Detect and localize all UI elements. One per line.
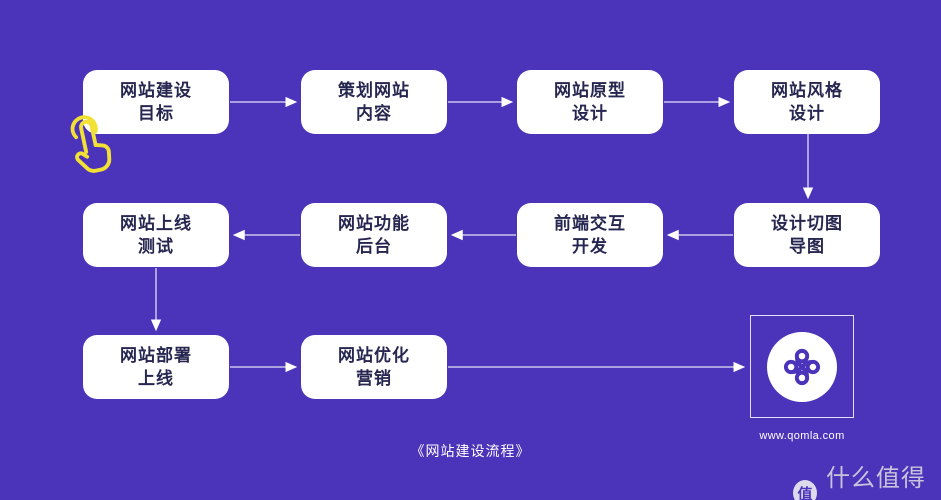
node-label: 后台 [356, 237, 392, 256]
node-label: 网站风格 [771, 81, 843, 100]
node-label: 网站原型 [554, 81, 626, 100]
node-label: 导图 [789, 237, 825, 256]
tap-hand-icon [70, 115, 112, 173]
flow-node-prototype: 网站原型 设计 [517, 70, 663, 134]
node-label: 网站上线 [120, 214, 192, 233]
node-label: 网站建设 [120, 81, 192, 100]
node-label: 开发 [572, 237, 608, 256]
qomla-logo-icon [783, 348, 821, 385]
node-label: 网站部署 [120, 346, 192, 365]
logo-circle [767, 331, 837, 402]
node-label: 网站功能 [338, 214, 410, 233]
flow-node-frontend: 前端交互 开发 [517, 203, 663, 267]
logo-box [750, 315, 854, 418]
diagram-caption: 《网站建设流程》 [410, 443, 531, 459]
node-label: 设计切图 [771, 214, 843, 233]
smzdm-badge-icon: 值 [793, 480, 817, 500]
flow-node-style: 网站风格 设计 [734, 70, 880, 134]
node-label: 网站优化 [338, 346, 410, 365]
node-label: 内容 [356, 104, 392, 123]
flow-node-deploy: 网站部署 上线 [83, 335, 229, 399]
node-label: 设计 [789, 104, 825, 123]
node-label: 目标 [138, 104, 174, 123]
smzdm-watermark: 值 什么值得买 [793, 458, 941, 500]
node-label: 测试 [138, 237, 174, 256]
flow-node-slicing: 设计切图 导图 [734, 203, 880, 267]
logo-website-url: www.qomla.com [759, 430, 845, 442]
flow-node-backend: 网站功能 后台 [301, 203, 447, 267]
flow-node-test: 网站上线 测试 [83, 203, 229, 267]
flow-node-plan: 策划网站 内容 [301, 70, 447, 134]
flow-node-goal: 网站建设 目标 [83, 70, 229, 134]
node-label: 上线 [138, 369, 174, 388]
smzdm-brand-text: 什么值得买 [825, 465, 926, 492]
flow-node-marketing: 网站优化 营销 [301, 335, 447, 399]
node-label: 设计 [572, 104, 608, 123]
node-label: 营销 [356, 369, 392, 388]
node-label: 策划网站 [338, 81, 410, 100]
node-label: 前端交互 [554, 214, 626, 233]
